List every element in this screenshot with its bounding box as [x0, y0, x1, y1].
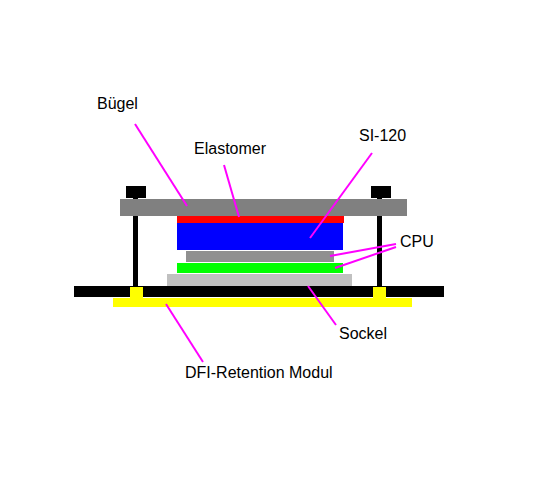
leader-line: [310, 153, 372, 238]
leader-line: [308, 286, 336, 325]
mainboard: [74, 286, 444, 297]
leader-line: [335, 247, 396, 268]
leader-line: [224, 165, 239, 217]
part-label: SI-120: [358, 126, 407, 145]
bracket-bar: [120, 199, 407, 216]
elastomer-layer: [177, 216, 344, 223]
retention-post-base: [373, 287, 386, 298]
retention-module: [113, 298, 412, 307]
screw-cap: [371, 186, 391, 198]
part-label: Elastomer: [193, 139, 267, 158]
cpu-substrate: [177, 263, 343, 273]
part-label: DFI-Retention Modul: [184, 363, 334, 382]
leader-line: [166, 304, 203, 362]
part-label: Sockel: [338, 324, 388, 343]
part-label: CPU: [399, 232, 435, 251]
screw-cap: [126, 186, 146, 198]
part-label: Bügel: [96, 94, 139, 113]
cpu-heatspreader: [186, 251, 334, 262]
leader-line: [135, 124, 187, 206]
socket: [167, 274, 352, 286]
retention-post-base: [130, 287, 143, 298]
